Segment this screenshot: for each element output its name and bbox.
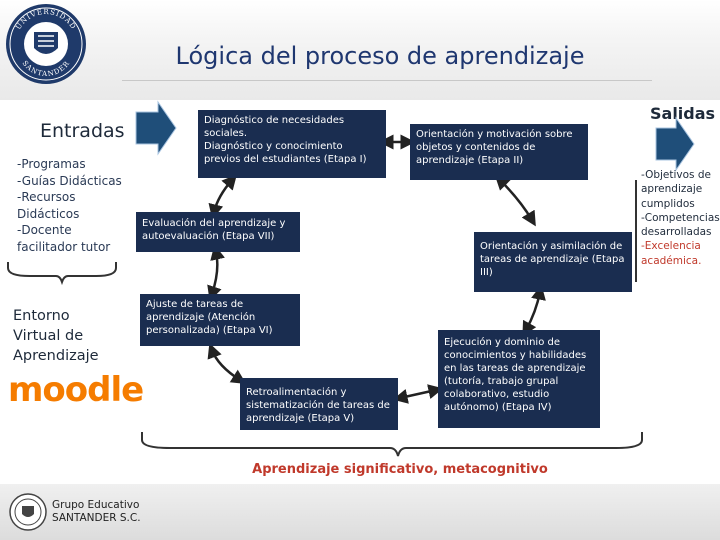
stage-line: en las tareas de aprendizaje xyxy=(444,363,586,374)
stage-line: Retroalimentación y xyxy=(246,387,347,398)
stage-line: colaborativo, estudio xyxy=(444,389,550,400)
virtual-line: Virtual de xyxy=(13,328,84,344)
stage-line: autónomo) (Etapa IV) xyxy=(444,402,552,413)
stage-line: Diagnóstico de necesidades xyxy=(204,115,345,126)
stage-line: aprendizaje (Etapa II) xyxy=(416,155,524,166)
stage-box-etapa-4: Ejecución y dominio de conocimientos y h… xyxy=(438,330,600,428)
entradas-item: -Recursos xyxy=(17,190,76,204)
footer-line-1: Grupo Educativo xyxy=(52,499,140,511)
stage-line: III) xyxy=(480,267,493,278)
salidas-item: desarrolladas xyxy=(641,226,712,239)
arrow-e7-e1 xyxy=(208,174,237,220)
stage-line: sistematización de tareas de xyxy=(246,400,390,411)
stage-line: Ejecución y dominio de xyxy=(444,337,560,348)
stage-line: tareas de aprendizaje (Etapa xyxy=(480,254,625,265)
stage-line: objetos y contenidos de xyxy=(416,142,536,153)
footer-band xyxy=(0,484,720,540)
entradas-item: Didácticos xyxy=(17,206,80,221)
stage-line: aprendizaje (Etapa V) xyxy=(246,413,355,424)
university-seal-logo: UNIVERSIDAD SANTANDER xyxy=(6,4,86,84)
exit-arrow xyxy=(655,116,695,172)
salidas-list: -Objetivos de aprendizaje cumplidos -Com… xyxy=(641,168,720,268)
stage-line: Orientación y motivación sobre xyxy=(416,129,573,140)
bottom-label: Aprendizaje significativo, metacognitivo xyxy=(252,462,548,477)
stage-line: (tutoría, trabajo grupal xyxy=(444,376,559,387)
stage-box-etapa-5: Retroalimentación y sistematización de t… xyxy=(240,378,398,430)
virtual-environment-label: Entorno Virtual de Aprendizaje xyxy=(13,306,99,366)
stage-line: Orientación y asimilación de xyxy=(480,241,623,252)
slide-title: Lógica del proceso de aprendizaje xyxy=(175,42,585,70)
footer-line-2: SANTANDER S.C. xyxy=(52,512,141,524)
stage-box-etapa-3: Orientación y asimilación de tareas de a… xyxy=(474,232,632,292)
stage-line: personalizada) (Etapa VI) xyxy=(146,325,273,336)
footer-seal-logo xyxy=(9,493,47,531)
arrow-e5-e6 xyxy=(207,342,247,385)
stage-line: autoevaluación (Etapa VII) xyxy=(142,231,275,242)
entradas-item: -Docente xyxy=(17,223,72,237)
entradas-title: Entradas xyxy=(40,120,125,142)
entradas-item: -Guías Didácticas xyxy=(17,173,122,188)
arrow-e6-e7 xyxy=(207,244,225,302)
bottom-brace xyxy=(141,432,643,457)
salidas-title: Salidas xyxy=(650,104,716,123)
salidas-item-highlight: académica. xyxy=(641,254,702,267)
salidas-item: -Objetivos de xyxy=(641,169,711,181)
salidas-item-highlight: -Excelencia xyxy=(641,240,701,253)
stage-line: sociales. xyxy=(204,128,248,139)
arrow-e3-e4 xyxy=(522,284,546,337)
stage-line: Evaluación del aprendizaje y xyxy=(142,218,286,229)
stage-box-etapa-7: Evaluación del aprendizaje y autoevaluac… xyxy=(136,212,300,252)
footer-text: Grupo Educativo SANTANDER S.C. xyxy=(52,499,141,525)
arrow-e4-e5 xyxy=(392,384,444,404)
salidas-item: aprendizaje xyxy=(641,183,703,196)
stage-box-etapa-2: Orientación y motivación sobre objetos y… xyxy=(410,124,588,180)
salidas-item: cumplidos xyxy=(641,197,695,210)
entradas-list: -Programas -Guías Didácticas -Recursos D… xyxy=(17,156,122,255)
moodle-logo: moodle xyxy=(8,370,144,410)
stage-line: aprendizaje (Atención xyxy=(146,312,256,323)
entradas-item: -Programas xyxy=(17,157,86,171)
stage-line: Diagnóstico y conocimiento xyxy=(204,141,343,152)
stage-line: conocimientos y habilidades xyxy=(444,350,587,361)
title-divider xyxy=(122,80,652,81)
entradas-item: facilitador tutor xyxy=(17,239,111,254)
arrow-e2-e3 xyxy=(494,174,536,227)
virtual-line: Aprendizaje xyxy=(13,348,99,364)
stage-line: Ajuste de tareas de xyxy=(146,299,244,310)
stage-box-etapa-6: Ajuste de tareas de aprendizaje (Atenció… xyxy=(140,294,300,346)
stage-line: previos del estudiantes (Etapa I) xyxy=(204,154,367,165)
stage-box-etapa-1: Diagnóstico de necesidades sociales. Dia… xyxy=(198,110,386,178)
salidas-item: -Competencias xyxy=(641,211,720,224)
virtual-line: Entorno xyxy=(13,308,70,324)
entry-arrow xyxy=(135,100,177,156)
header-band xyxy=(0,0,720,100)
inputs-brace xyxy=(7,262,117,286)
